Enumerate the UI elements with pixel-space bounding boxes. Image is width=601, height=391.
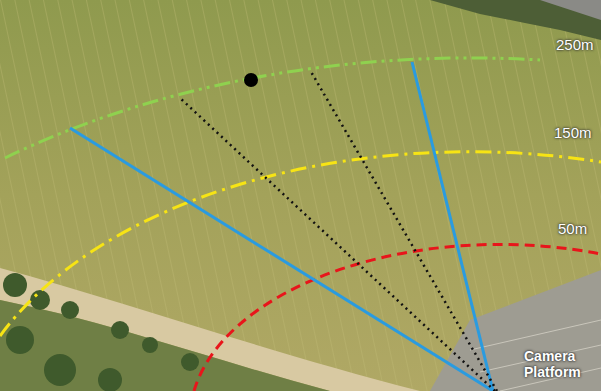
target-dot	[244, 73, 258, 87]
target-line	[180, 98, 495, 391]
platform-area	[430, 270, 601, 391]
range-arc-250	[5, 58, 540, 158]
trees	[3, 273, 199, 391]
range-arc-50	[194, 244, 601, 391]
range-label: 50m	[558, 220, 587, 237]
tree-line	[430, 0, 601, 40]
fov-line	[412, 62, 493, 391]
building	[540, 0, 601, 20]
fov-line	[70, 128, 493, 391]
range-label: 150m	[554, 124, 592, 141]
platform-label: Camera Platform	[524, 348, 594, 380]
range-label: 250m	[556, 36, 594, 53]
target-line	[310, 70, 497, 391]
verge	[0, 300, 330, 391]
dirt-path	[0, 268, 420, 391]
